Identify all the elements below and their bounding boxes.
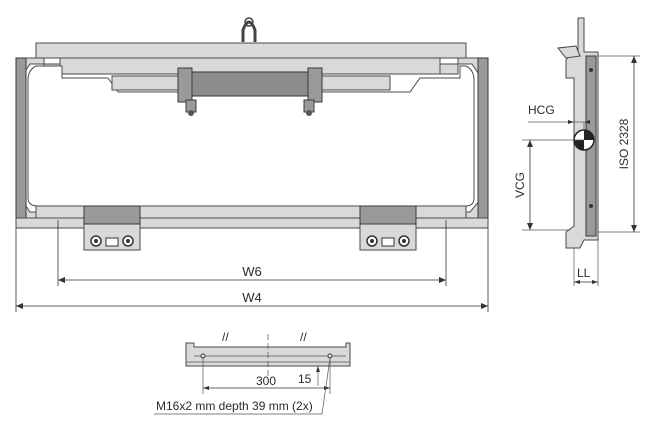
side-view: HCG VCG ISO 2328 LL xyxy=(513,17,640,286)
top-hook xyxy=(557,45,581,59)
guide-rod-right xyxy=(319,75,391,91)
dim-15-label: 15 xyxy=(298,372,312,386)
dimension-w4: W4 xyxy=(15,228,489,312)
dimension-ll: LL xyxy=(573,240,599,286)
dimension-iso: ISO 2328 xyxy=(598,55,640,233)
left-upright xyxy=(15,57,27,229)
lifting-eye-icon xyxy=(241,17,257,42)
dimension-vcg: VCG xyxy=(513,139,584,231)
dim-300-label: 300 xyxy=(256,374,276,388)
w4-label: W4 xyxy=(242,290,262,305)
top-rail xyxy=(35,42,467,59)
hcg-label: HCG xyxy=(528,103,555,117)
frame-opening xyxy=(27,65,475,207)
vcg-label: VCG xyxy=(513,172,527,198)
hydraulic-cylinder xyxy=(177,67,323,116)
guide-rod-left xyxy=(111,75,183,91)
slash-mark-left: // xyxy=(222,330,229,344)
detail-view: // // 300 15 M16x2 mm depth 39 mm (2x) xyxy=(154,330,351,415)
ll-label: LL xyxy=(577,266,591,280)
dimension-hcg: HCG xyxy=(528,103,590,130)
fork-carrier-left xyxy=(83,205,141,251)
front-view: W6 W4 xyxy=(15,17,489,312)
thread-note: M16x2 mm depth 39 mm (2x) xyxy=(156,399,313,413)
dimension-w6: W6 xyxy=(57,220,447,286)
fork-carrier-right xyxy=(359,205,417,251)
iso-label: ISO 2328 xyxy=(617,118,631,169)
right-upright xyxy=(477,57,489,229)
w6-label: W6 xyxy=(242,264,262,279)
bottom-rail-lower xyxy=(15,217,489,229)
slash-mark-right: // xyxy=(300,330,307,344)
